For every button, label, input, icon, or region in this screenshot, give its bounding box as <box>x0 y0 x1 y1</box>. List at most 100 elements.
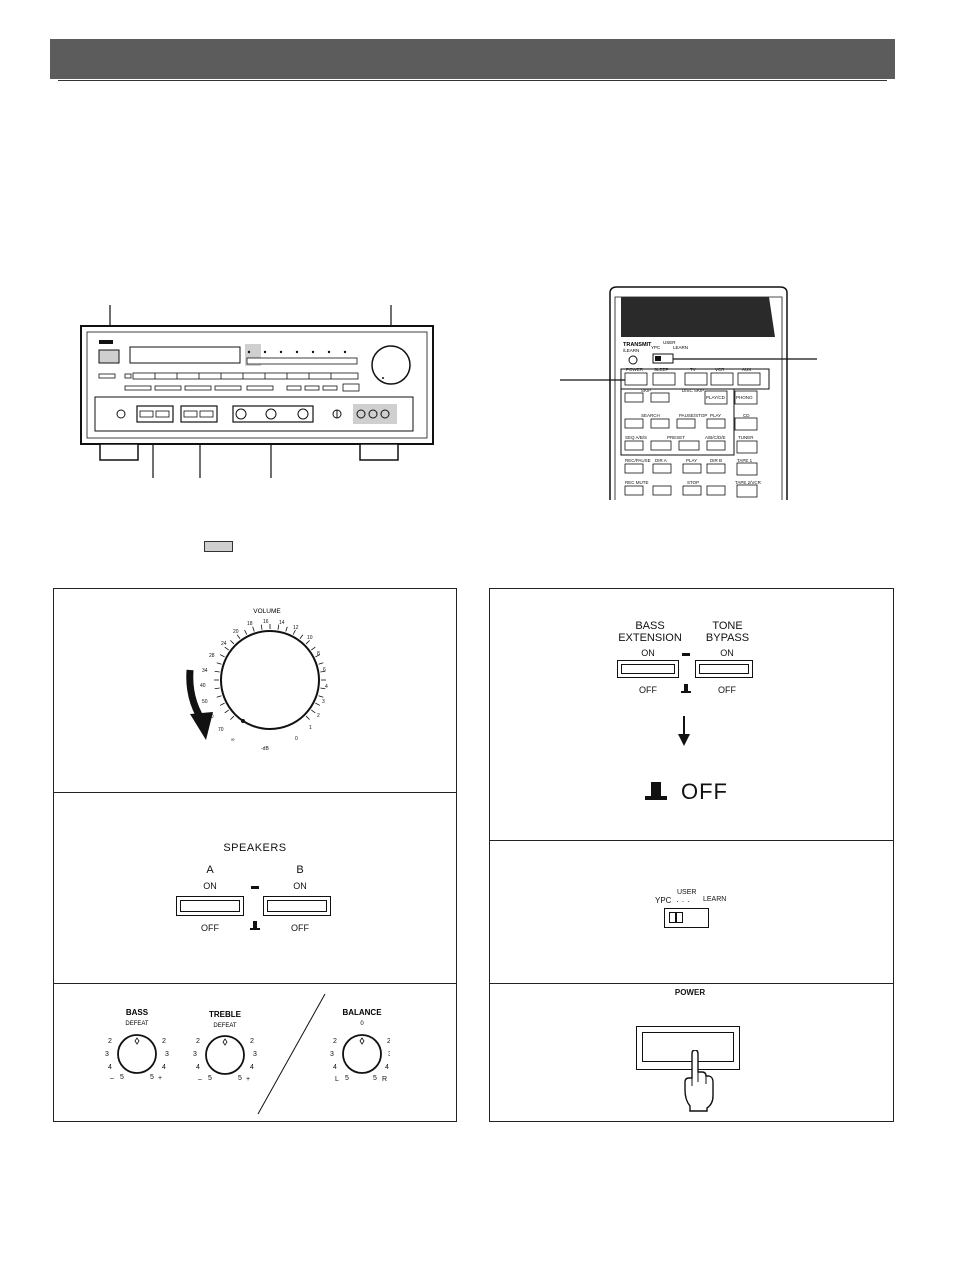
mode-learn-label: LEARN <box>703 896 727 903</box>
remote-dir-a-label: DIR A <box>655 458 667 463</box>
treble-scale-4l: 4 <box>196 1064 200 1071</box>
vol-tick-34: 34 <box>202 668 208 674</box>
bass-scale-5l: 5 <box>120 1074 124 1081</box>
speaker-b-label: B <box>296 864 304 876</box>
remote-play2-label: PLAY <box>686 458 697 463</box>
volume-tick-mark <box>292 629 296 635</box>
treble-scale-2l: 2 <box>196 1038 200 1045</box>
mode-selector-switch[interactable] <box>664 908 709 928</box>
vol-tick-28: 28 <box>209 653 215 659</box>
remote-play-cd-label: PLAY/CD <box>706 395 726 400</box>
treble-scale-5l: 5 <box>208 1075 212 1082</box>
volume-dial-illustration: VOLUME 20 24 28 34 40 50 60 70 ∞ 18 16 1… <box>200 608 328 752</box>
turn-down-arrow-icon <box>186 669 213 740</box>
balance-label: BALANCE <box>342 1008 382 1017</box>
balance-r: R <box>382 1076 387 1083</box>
speaker-b-switch[interactable] <box>263 896 331 916</box>
result-off-text: OFF <box>681 779 728 804</box>
treble-plus: + <box>246 1076 250 1083</box>
volume-tick-mark <box>318 662 324 665</box>
tone-bypass-title-2: BYPASS <box>705 632 750 644</box>
bass-ext-on-label: ON <box>641 648 655 658</box>
down-arrow-icon <box>678 716 690 746</box>
volume-tick-mark <box>216 662 222 665</box>
vol-tick-14: 14 <box>279 620 285 626</box>
remote-power-label: POWER <box>626 367 644 372</box>
vol-tick-50: 50 <box>202 699 208 705</box>
volume-tick-mark <box>311 646 316 651</box>
bass-label: BASS <box>126 1008 149 1017</box>
remote-play-label: PLAY <box>710 413 721 418</box>
off-indicator-icon <box>250 921 260 930</box>
vol-tick-40: 40 <box>200 683 206 689</box>
remote-tuner-label: TUNER <box>738 435 754 440</box>
volume-tick-mark <box>320 687 326 690</box>
vol-tick-18: 18 <box>247 621 253 627</box>
bass-extension-title-1: BASS <box>635 620 665 632</box>
speaker-a-off-label: OFF <box>201 923 219 933</box>
remote-abcde-label: A/B/C/D/E <box>705 435 726 440</box>
volume-tick-mark <box>230 640 235 645</box>
vol-tick-24: 24 <box>221 641 227 647</box>
remote-phono-label: PHONO <box>736 395 753 400</box>
mode-ypc-label: YPC <box>655 896 672 905</box>
vol-tick-1: 1 <box>309 725 312 731</box>
vol-tick-3: 3 <box>322 699 325 705</box>
treble-scale-3r: 3 <box>253 1051 257 1058</box>
balance-scale-5l: 5 <box>345 1075 349 1082</box>
remote-dir-b-label: DIR B <box>710 458 722 463</box>
bass-scale-4l: 4 <box>108 1064 112 1071</box>
remote-aux-label: AUX <box>742 367 751 372</box>
right-divider-2 <box>489 983 894 984</box>
volume-tick-mark <box>277 624 280 630</box>
vol-tick-12: 12 <box>293 625 299 631</box>
balance-zero-label: 0 <box>360 1021 364 1027</box>
volume-tick-mark <box>320 670 326 673</box>
remote-transmit-label: TRANSMIT <box>623 342 652 348</box>
vol-tick-2: 2 <box>317 713 320 719</box>
vol-tick-8: 8 <box>317 651 320 657</box>
treble-minus: – <box>198 1076 202 1083</box>
off-indicator-icon-2 <box>681 684 691 693</box>
volume-tick-mark <box>260 624 263 630</box>
volume-tick-mark <box>285 626 288 632</box>
treble-scale-2r: 2 <box>250 1038 254 1045</box>
remote-rec-mute-label: REC MUTE <box>625 480 649 485</box>
balance-scale-5r: 5 <box>373 1075 377 1082</box>
bass-defeat-label: DEFEAT <box>125 1021 149 1027</box>
tone-knobs-illustration: BASS DEFEAT TREBLE DEFEAT BALANCE 0 2 3 … <box>105 993 390 1115</box>
power-button[interactable] <box>636 1026 740 1070</box>
balance-scale-2r: 2 <box>387 1038 390 1045</box>
remote-learn-sub-label: /LEARN <box>623 348 639 353</box>
volume-tick-mark <box>299 634 304 639</box>
volume-tick-mark <box>230 715 235 720</box>
remote-skip-label: SKIP <box>641 388 651 393</box>
volume-tick-mark <box>219 702 225 706</box>
power-label: POWER <box>674 988 706 997</box>
vol-tick-6: 6 <box>323 667 326 673</box>
remote-control-illustration: TRANSMIT /LEARN YPC USER LEARN POWER SLE… <box>560 286 817 500</box>
remote-learn-label: LEARN <box>673 345 688 350</box>
vol-tick-10: 10 <box>307 635 313 641</box>
tone-bypass-switch[interactable] <box>695 660 753 678</box>
volume-tick-mark <box>305 715 310 720</box>
remote-tv-label: TV <box>690 367 696 372</box>
treble-scale-4r: 4 <box>250 1064 254 1071</box>
bass-scale-4r: 4 <box>162 1064 166 1071</box>
volume-tick-mark <box>305 640 310 645</box>
on-indicator-icon <box>251 886 259 889</box>
bass-extension-switch[interactable] <box>617 660 679 678</box>
volume-tick-mark <box>244 629 248 635</box>
remote-sleep-label: SLEEP <box>654 367 669 372</box>
remote-preset-label: PRESET <box>667 435 685 440</box>
tone-bypass-on-label: ON <box>720 648 734 658</box>
left-divider-1 <box>53 792 457 793</box>
balance-scale-4l: 4 <box>333 1064 337 1071</box>
treble-label: TREBLE <box>209 1010 242 1019</box>
speaker-a-on-label: ON <box>203 881 217 891</box>
volume-tick-mark <box>214 670 220 673</box>
left-divider-2 <box>53 983 457 984</box>
speaker-a-switch[interactable] <box>176 896 244 916</box>
treble-defeat-label: DEFEAT <box>213 1023 237 1029</box>
vol-tick-0: 0 <box>295 736 298 742</box>
